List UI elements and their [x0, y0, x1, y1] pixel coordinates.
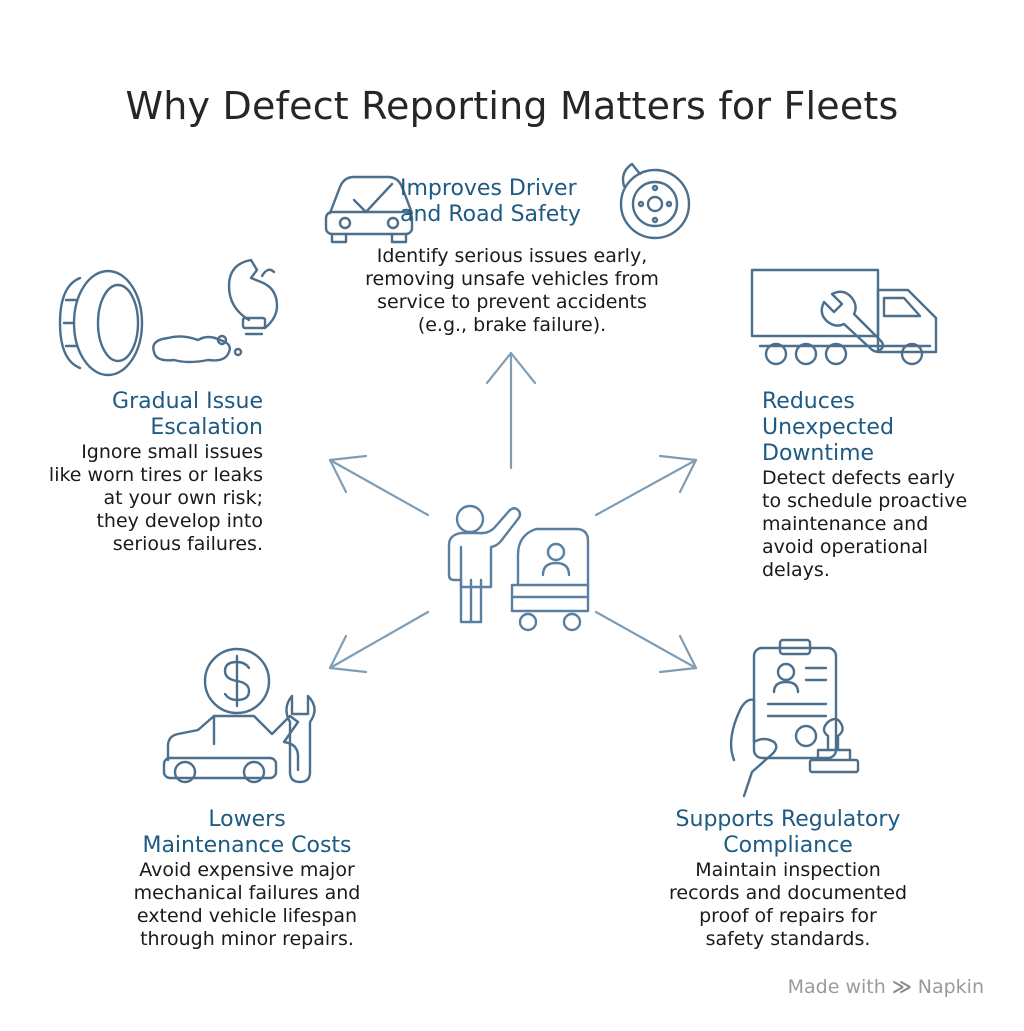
compliance-body-line: safety standards. [705, 928, 871, 950]
arrow-down-left [328, 610, 430, 674]
napkin-logo-icon: ≫ [891, 976, 912, 998]
escalation-body-line: they develop into [96, 510, 263, 532]
section-escalation: Gradual Issue Escalation Ignore small is… [20, 389, 263, 556]
downtime-heading-line: Downtime [762, 441, 875, 466]
section-safety: Improves Driver and Road Safety [400, 176, 640, 228]
made-with-watermark[interactable]: Made with ≫ Napkin [788, 976, 984, 998]
compliance-body-line: proof of repairs for [699, 905, 877, 927]
safety-heading-line: and Road Safety [400, 202, 581, 227]
safety-heading: Improves Driver and Road Safety [400, 176, 640, 228]
car-check-icon [324, 175, 414, 244]
broken-bulb-icon [227, 258, 279, 336]
arrow-up [485, 351, 537, 470]
escalation-heading-line: Gradual Issue [112, 389, 263, 414]
section-compliance: Supports Regulatory Compliance Maintain … [650, 807, 926, 951]
escalation-body-line: at your own risk; [103, 487, 263, 509]
costs-body-line: mechanical failures and [133, 882, 361, 904]
downtime-body-line: maintenance and [762, 513, 929, 535]
stamp-icon [808, 717, 860, 774]
safety-body: Identify serious issues early, removing … [312, 245, 712, 337]
brake-disc-icon [619, 162, 691, 240]
section-costs: Lowers Maintenance Costs Avoid expensive… [112, 807, 382, 951]
oil-leak-icon [152, 334, 243, 364]
costs-heading-line: Maintenance Costs [142, 833, 352, 858]
downtime-body-line: delays. [762, 559, 830, 581]
escalation-heading: Gradual Issue Escalation [20, 389, 263, 441]
costs-body-line: extend vehicle lifespan [136, 905, 358, 927]
downtime-body: Detect defects early to schedule proacti… [762, 467, 1012, 582]
wrench-icon [285, 694, 316, 784]
escalation-body-line: Ignore small issues [81, 441, 263, 463]
compliance-heading-line: Compliance [723, 833, 853, 858]
escalation-body-line: like worn tires or leaks [48, 464, 263, 486]
safety-heading-line: Improves Driver [400, 176, 577, 201]
downtime-body-line: avoid operational [762, 536, 929, 558]
downtime-heading-line: Unexpected [762, 415, 894, 440]
compliance-body-line: records and documented [668, 882, 908, 904]
hand-icon [729, 698, 778, 798]
downtime-body-line: to schedule proactive [762, 490, 968, 512]
safety-body-line: service to prevent accidents [377, 291, 647, 313]
escalation-body: Ignore small issues like worn tires or l… [20, 441, 263, 556]
page-title: Why Defect Reporting Matters for Fleets [125, 84, 899, 128]
made-with-label: Made with [787, 976, 886, 998]
downtime-heading: Reduces Unexpected Downtime [762, 389, 1012, 467]
downtime-body-line: Detect defects early [762, 467, 956, 489]
napkin-brand: Napkin [917, 976, 984, 998]
escalation-heading-line: Escalation [150, 415, 263, 440]
compliance-body: Maintain inspection records and document… [650, 859, 926, 951]
costs-body: Avoid expensive major mechanical failure… [112, 859, 382, 951]
compliance-heading: Supports Regulatory Compliance [650, 807, 926, 859]
safety-body-line: (e.g., brake failure). [417, 314, 607, 336]
safety-body-line: Identify serious issues early, [376, 245, 648, 267]
safety-body-line: removing unsafe vehicles from [365, 268, 659, 290]
section-downtime: Reduces Unexpected Downtime Detect defec… [762, 389, 1012, 582]
arrow-down-right [594, 610, 698, 674]
tire-icon [58, 269, 144, 377]
car-icon [510, 527, 590, 632]
compliance-heading-line: Supports Regulatory [675, 807, 901, 832]
wrench-icon [820, 290, 885, 353]
dollar-icon [203, 647, 271, 715]
arrow-up-left [328, 454, 430, 517]
costs-body-line: through minor repairs. [140, 928, 354, 950]
downtime-heading-line: Reduces [762, 389, 855, 414]
truck-icon [750, 268, 938, 366]
driver-icon [447, 504, 522, 624]
compliance-body-line: Maintain inspection [695, 859, 881, 881]
costs-body-line: Avoid expensive major [139, 859, 355, 881]
costs-heading-line: Lowers [208, 807, 286, 832]
costs-heading: Lowers Maintenance Costs [112, 807, 382, 859]
car-hood-open-icon [162, 714, 300, 784]
arrow-up-right [594, 454, 698, 517]
escalation-body-line: serious failures. [112, 533, 263, 555]
